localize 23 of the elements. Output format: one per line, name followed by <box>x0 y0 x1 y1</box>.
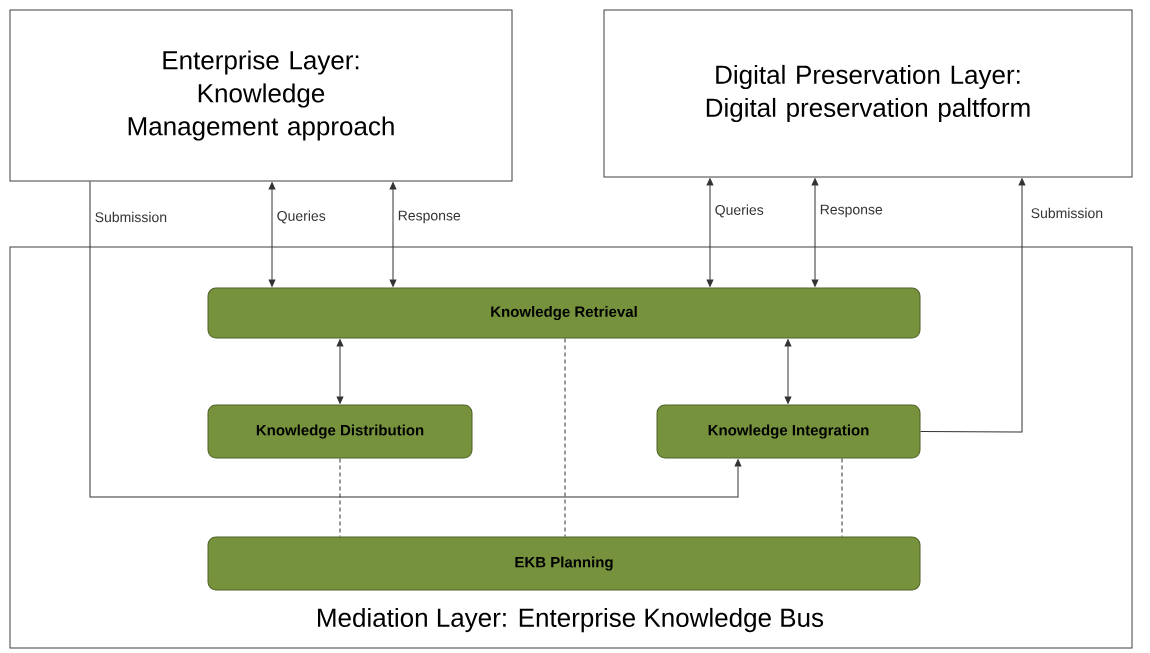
module-box: Knowledge Retrieval <box>207 287 921 339</box>
edge-label: Response <box>818 203 885 219</box>
arrow <box>706 178 714 287</box>
edge-label: Queries <box>275 209 328 225</box>
arrow <box>268 182 276 287</box>
edge-label: Submission <box>93 210 169 224</box>
module-box: Knowledge Distribution <box>207 404 473 459</box>
module-box: EKB Planning <box>207 536 921 591</box>
arrow <box>784 339 792 404</box>
edge-label: Response <box>396 209 463 225</box>
arrow <box>336 339 344 404</box>
edge-label: Submission <box>1029 206 1105 220</box>
arrow <box>920 178 1026 433</box>
layer-box: Digital Preservation Layer: Digital preservation paltform <box>603 9 1133 178</box>
dashed-line <box>841 458 843 537</box>
layer-box: Enterprise Layer: Knowledge Management approach <box>9 9 513 182</box>
edge-label: Queries <box>713 203 766 219</box>
module-box: Knowledge Integration <box>656 404 921 459</box>
arrow <box>389 182 397 287</box>
dashed-line <box>339 458 341 537</box>
arrow <box>89 181 742 498</box>
arrow <box>811 178 819 287</box>
dashed-line <box>564 338 566 537</box>
